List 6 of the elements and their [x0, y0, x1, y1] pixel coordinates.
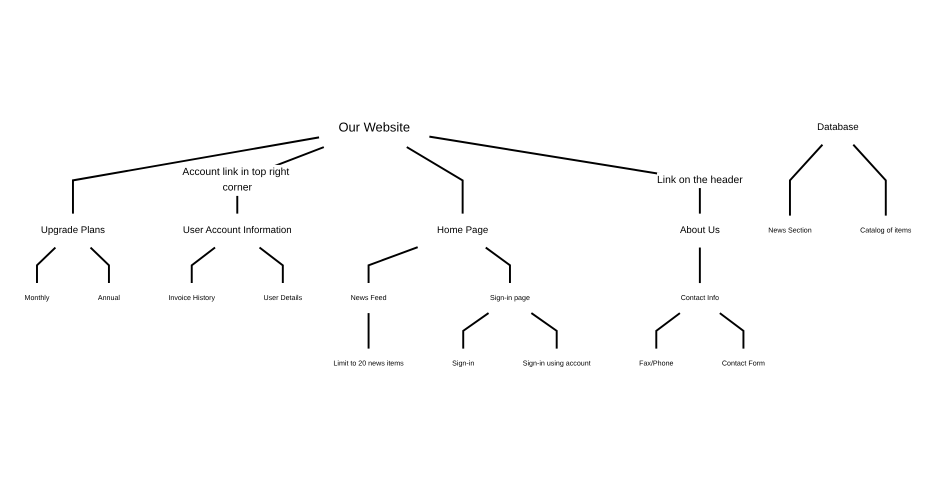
text-label: Our Website [338, 120, 410, 135]
text-label: Upgrade Plans [40, 224, 105, 236]
text-label: User Account Information [182, 224, 292, 236]
text-label: Home Page [437, 224, 488, 236]
text-label: About Us [680, 224, 720, 236]
text-label: Database [817, 122, 859, 133]
